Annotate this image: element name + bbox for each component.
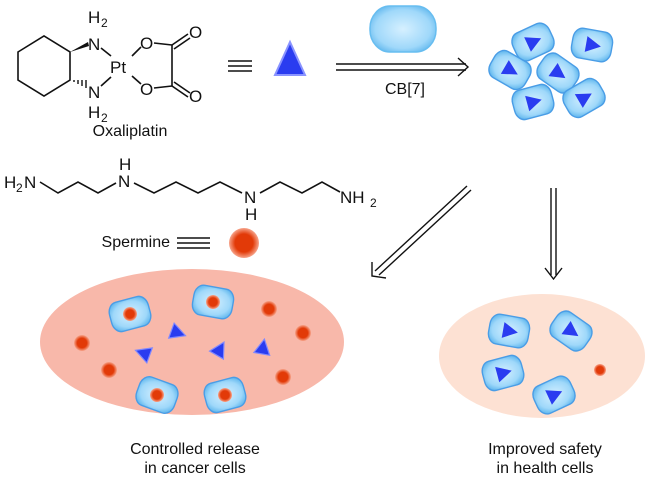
cb7-oxaliplatin-complex-icon (562, 77, 606, 119)
atom-N: N (88, 83, 100, 102)
subscript: 2 (101, 111, 108, 125)
cyclohexane-ring (17, 35, 71, 97)
equivalence-sign (177, 237, 210, 249)
atom-H: H (245, 205, 257, 224)
free-oxaliplatin-icon (134, 347, 154, 365)
atom-NH: NH (340, 188, 365, 207)
double-bond (173, 37, 191, 50)
equivalence-sign (228, 60, 252, 72)
healthy-caption-line1: Improved safety (488, 441, 602, 458)
atom-H: H (119, 155, 131, 174)
cb7-oxaliplatin-complex-icon (549, 310, 593, 352)
bond (153, 42, 173, 46)
propyl-chain (259, 181, 341, 194)
subscript: 2 (370, 196, 377, 210)
propyl-chain (39, 181, 117, 194)
atom-H: H (88, 103, 100, 122)
subscript: 2 (101, 16, 108, 30)
cb7-oxaliplatin-complex-icon (536, 52, 580, 94)
atom-H: H (4, 173, 16, 192)
wedge-bond (70, 42, 89, 52)
atom-O: O (140, 34, 153, 53)
atom-N: N (88, 35, 100, 54)
free-oxaliplatin-icon (252, 337, 271, 357)
cancer-cell-contents (74, 284, 311, 415)
bond (100, 76, 112, 87)
spermine-dot-icon (74, 335, 90, 351)
cb7-oxaliplatin-complex-icon (487, 313, 531, 349)
oxaliplatin-triangle-icon (273, 39, 307, 76)
atom-H: H (88, 8, 100, 27)
spermine-dot-icon (229, 228, 259, 258)
cb7-spermine-complex-icon (203, 376, 247, 414)
atom-N: N (244, 188, 256, 207)
free-oxaliplatin-icon (208, 340, 225, 361)
spermine-dot-icon (594, 364, 606, 376)
spermine-dot-icon (275, 369, 291, 385)
atom-O: O (189, 23, 202, 42)
oxaliplatin-structure: N H 2 N H 2 Pt O O O O (17, 8, 202, 125)
cb7-oxaliplatin-complex-icon (511, 22, 555, 62)
subscript: 2 (16, 181, 23, 195)
spermine-structure: H 2 N N H N H NH 2 (4, 155, 377, 224)
butyl-chain (133, 181, 243, 194)
bond (100, 47, 112, 57)
healthy-caption: Improved safety in health cells (455, 440, 635, 478)
cb7-oxaliplatin-complex-icon (532, 375, 576, 415)
spermine-dot-icon (295, 325, 311, 341)
cb7-oxaliplatin-complex-icon (570, 27, 614, 63)
oxaliplatin-label: Oxaliplatin (92, 123, 168, 140)
atom-O: O (189, 87, 202, 106)
atom-N: N (24, 173, 36, 192)
hash-bond (73, 80, 87, 88)
cancer-caption: Controlled release in cancer cells (100, 440, 290, 478)
cancer-caption-line1: Controlled release (130, 441, 260, 458)
spermine-label: Spermine (101, 234, 170, 251)
healthy-cell-contents (481, 310, 606, 415)
spermine-dot-icon (261, 301, 277, 317)
double-bond (171, 85, 189, 98)
cb7-spermine-complex-icon (135, 375, 179, 415)
cb7-spermine-complex-icon (108, 295, 152, 333)
atom-O: O (140, 80, 153, 99)
down-arrow (544, 188, 563, 281)
free-oxaliplatin-icon (167, 321, 187, 339)
complex-cluster (488, 22, 614, 121)
cb7-capsule-icon (369, 5, 437, 53)
spermine-dot-icon (101, 362, 117, 378)
cb7-oxaliplatin-complex-icon (488, 49, 532, 91)
reaction-arrow (336, 57, 470, 77)
cb7-label: CB[7] (384, 81, 425, 98)
double-bond (171, 33, 189, 46)
diagonal-arrow (371, 185, 472, 279)
cb7-spermine-complex-icon (191, 284, 235, 320)
bond (131, 46, 142, 57)
cancer-caption-line2: in cancer cells (144, 460, 246, 477)
healthy-caption-line2: in health cells (496, 460, 594, 477)
cb7-oxaliplatin-complex-icon (481, 354, 525, 392)
bond (131, 75, 142, 85)
atom-Pt: Pt (110, 58, 126, 77)
double-bond (173, 81, 191, 94)
atom-N: N (118, 172, 130, 191)
cb7-oxaliplatin-complex-icon (511, 83, 555, 121)
bond (153, 85, 173, 89)
